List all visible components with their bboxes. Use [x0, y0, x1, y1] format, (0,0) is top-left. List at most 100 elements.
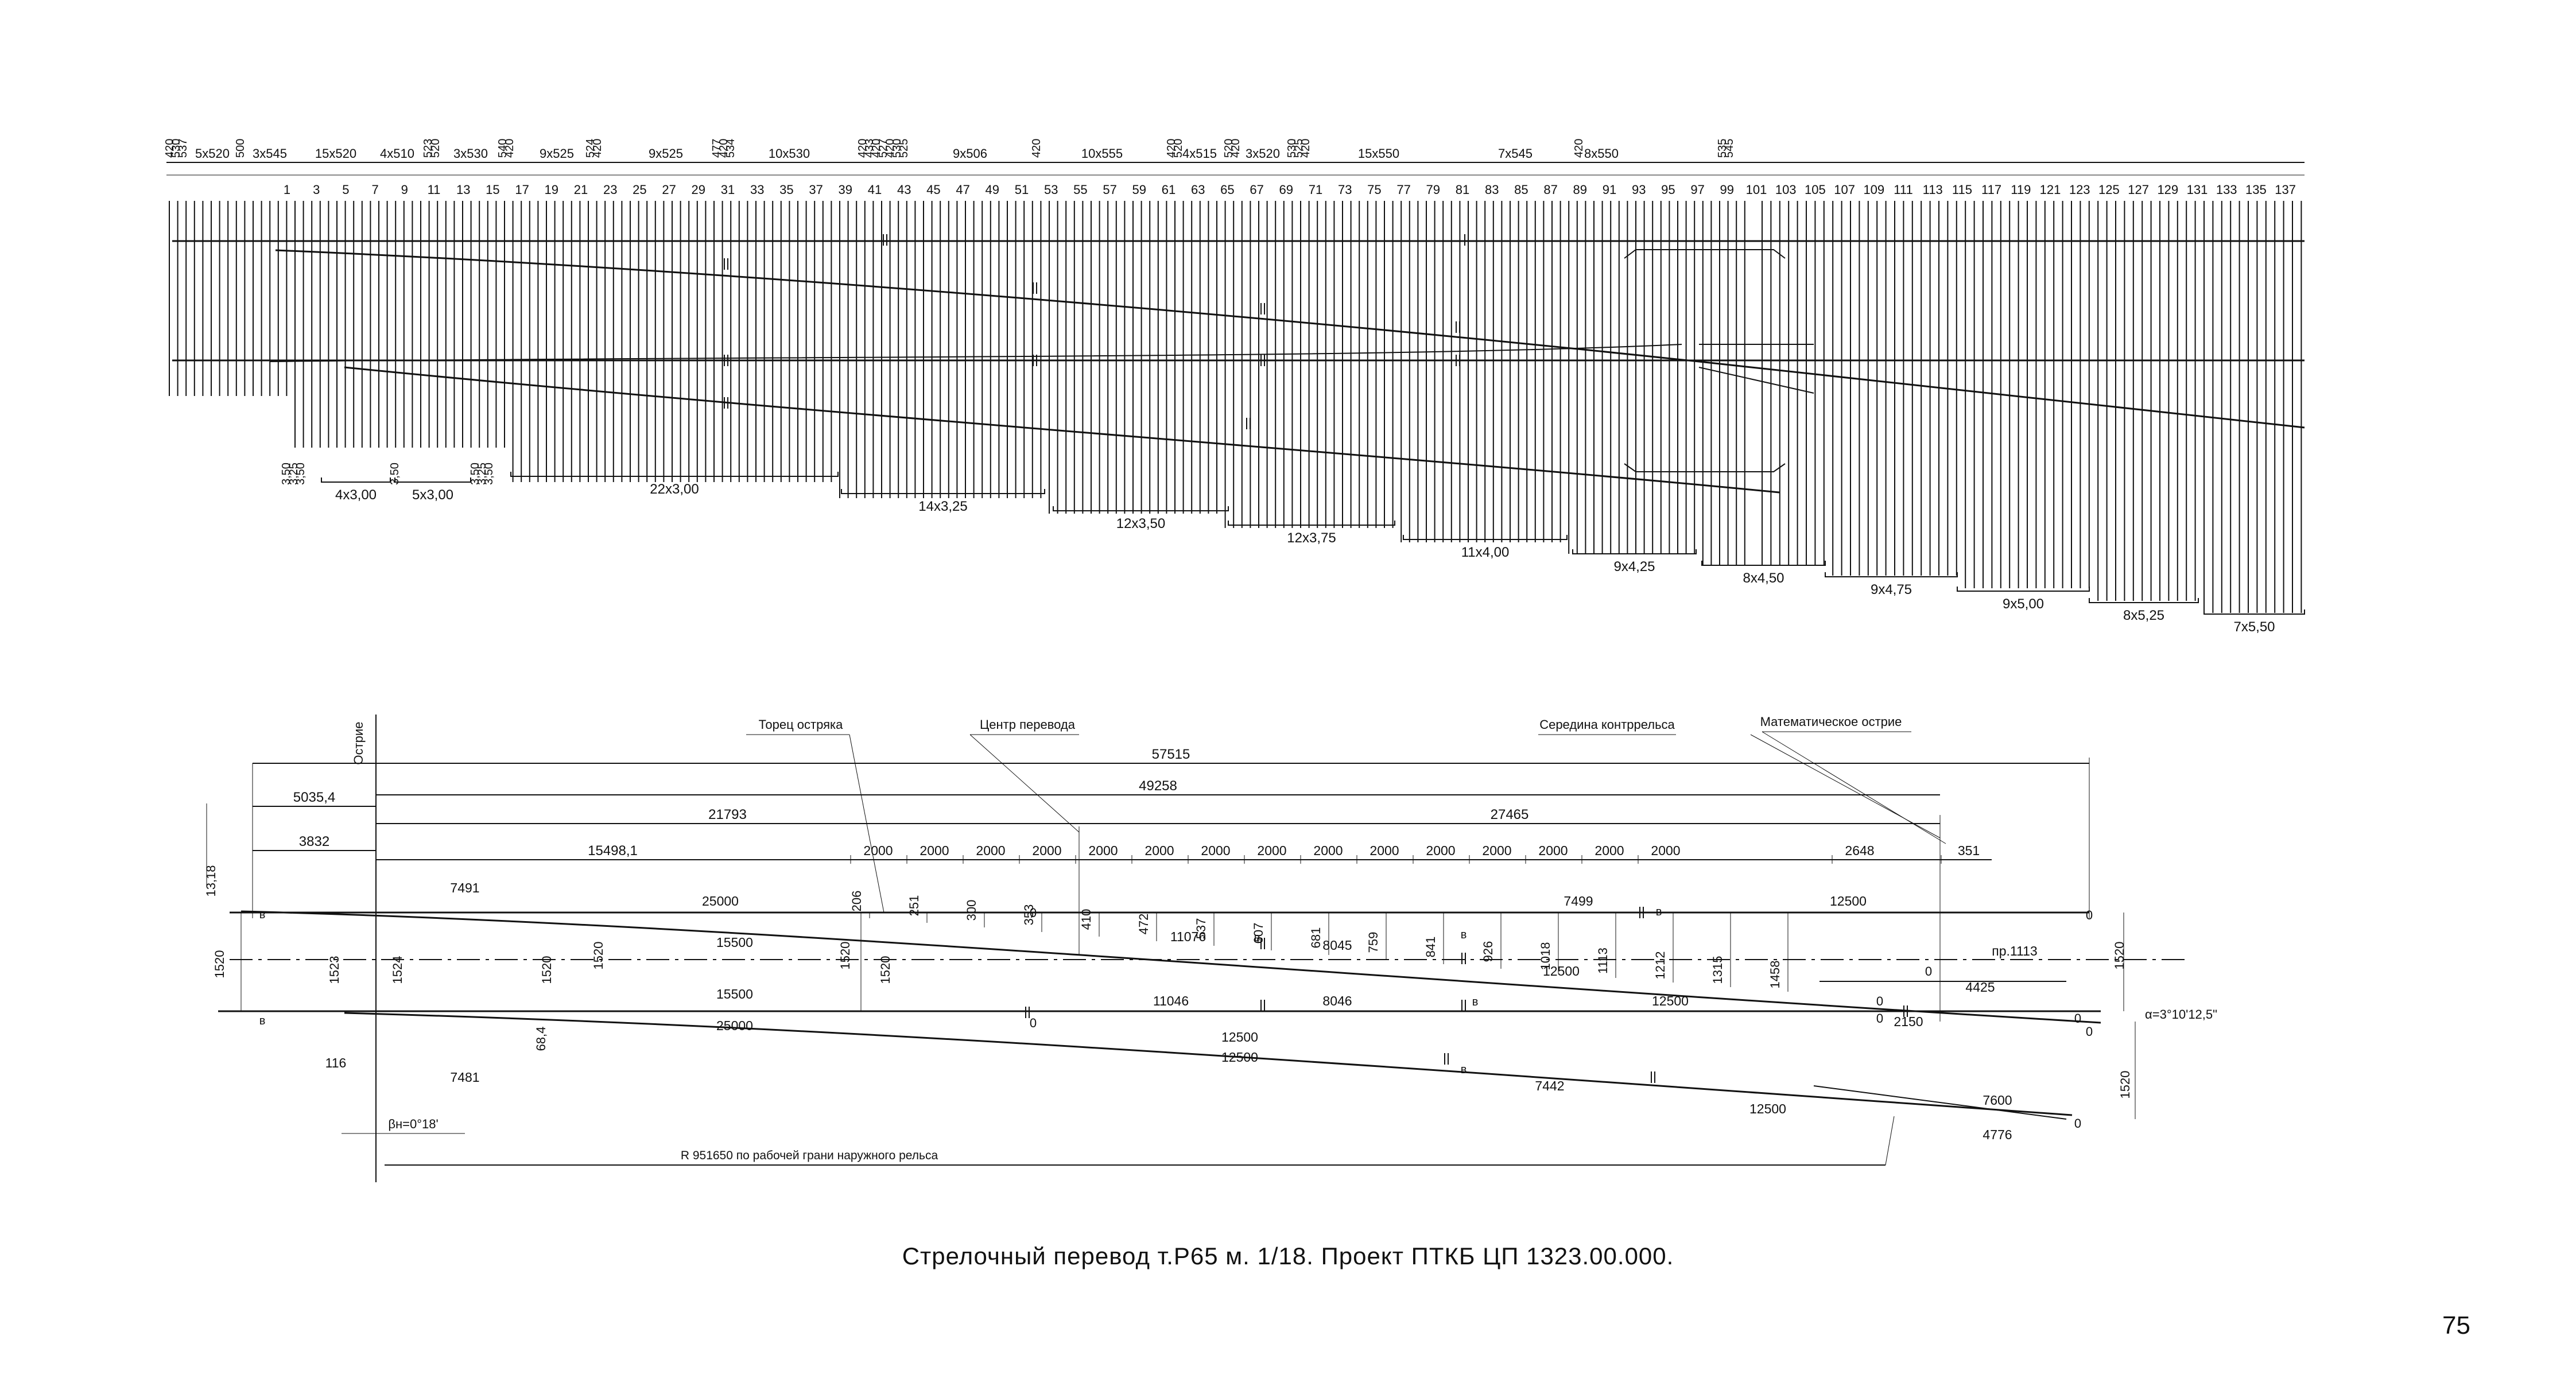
b-mark: в — [1656, 906, 1662, 918]
callout-kontrrels: Середина контррельса — [1539, 717, 1675, 732]
length-group-bracket — [510, 472, 839, 477]
top-dim-label: 3x530 — [453, 146, 488, 161]
tie-number: 95 — [1661, 183, 1675, 197]
rail-label: 11046 — [1153, 993, 1189, 1008]
tie-number: 25 — [633, 183, 646, 197]
zero-mark: 0 — [2074, 1116, 2081, 1131]
dimension-label: 21793 — [708, 807, 747, 822]
chain-label: 2000 — [1201, 843, 1230, 858]
tie-number: 55 — [1073, 183, 1087, 197]
top-dim-label: 420 — [1165, 139, 1178, 158]
rail-label: 7600 — [1983, 1093, 2012, 1108]
top-dim-label: 420 — [503, 139, 516, 158]
dimension-label: 5035,4 — [293, 790, 335, 805]
length-group-bracket — [1701, 561, 1826, 566]
tie-number: 83 — [1485, 183, 1499, 197]
tie-number: 61 — [1162, 183, 1176, 197]
tie-number: 47 — [956, 183, 969, 197]
zero-mark: 0 — [1030, 906, 1037, 920]
tie-number: 71 — [1309, 183, 1322, 197]
tie-number: 7 — [371, 183, 378, 197]
ordinate-label: 537 — [1194, 918, 1208, 939]
top-dim-label: 527 — [877, 139, 890, 158]
tie-number: 101 — [1746, 183, 1767, 197]
top-dim-label: 420 — [1030, 139, 1043, 158]
rail-label: 7442 — [1535, 1078, 1564, 1093]
leader-line — [1762, 731, 1946, 844]
ordinate-label: 1458 — [1768, 961, 1782, 989]
tie-number: 121 — [2040, 183, 2061, 197]
top-dim-label: 3x520 — [1246, 146, 1280, 161]
tie-number: 107 — [1834, 183, 1855, 197]
top-dim-label: 535 — [1716, 139, 1729, 158]
zero-mark: 0 — [1876, 994, 1883, 1008]
tie-number: 93 — [1632, 183, 1646, 197]
tie-number: 85 — [1514, 183, 1528, 197]
gauge-label: 68,4 — [534, 1027, 548, 1051]
tie-number: 113 — [1923, 183, 1943, 197]
rail-label: 8045 — [1322, 938, 1352, 953]
top-dim-label: 530 — [891, 139, 903, 158]
length-group-bracket — [1825, 572, 1958, 577]
tie-number: 23 — [603, 183, 617, 197]
dimension-label: 13,18 — [204, 865, 218, 896]
top-dim-label: 420 — [1573, 139, 1585, 158]
tie-number: 19 — [545, 183, 558, 197]
diverging-rail-outer — [275, 249, 2305, 429]
rail-label: пр.1113 — [1992, 944, 2037, 958]
tie-number: 91 — [1603, 183, 1616, 197]
top-dim-label: 420 — [1299, 139, 1312, 158]
tie-number: 31 — [721, 183, 735, 197]
tie-number: 87 — [1543, 183, 1557, 197]
top-dim-label: 4x515 — [1182, 146, 1217, 161]
top-dim-label: 524 — [584, 139, 597, 158]
top-dim-label: 9x525 — [649, 146, 683, 161]
figure-caption: Стрелочный перевод т.Р65 м. 1/18. Проект… — [902, 1243, 1674, 1269]
length-group-label: 8x5,25 — [2123, 608, 2164, 623]
tie-number: 69 — [1279, 183, 1293, 197]
top-dim-label: 7x545 — [1498, 146, 1533, 161]
tie-number: 29 — [692, 183, 705, 197]
rail-label: 15500 — [716, 987, 753, 1001]
angle-alpha-label: α=3°10'12,5" — [2145, 1007, 2217, 1022]
top-dim-label: 530 — [1286, 139, 1298, 158]
guard-rail-top — [1624, 249, 1786, 259]
tie-number: 109 — [1863, 183, 1884, 197]
dimension-label: 49258 — [1139, 778, 1177, 794]
chain-label: 2000 — [1651, 843, 1680, 858]
length-group-label: 9x5,00 — [2003, 596, 2044, 612]
b-mark: в — [1461, 929, 1467, 941]
tie-number: 5 — [342, 183, 349, 197]
length-group-bracket — [1228, 521, 1395, 526]
tie-length-label: 3,50 — [294, 463, 307, 485]
rail-label: 12500 — [1749, 1101, 1786, 1116]
switch-rail — [269, 344, 1682, 362]
rail-label: 4776 — [1983, 1127, 2012, 1142]
top-dim-label: 530 — [170, 139, 183, 158]
dimension-label: 15498,1 — [588, 843, 638, 859]
ordinate-label: 926 — [1481, 941, 1495, 962]
tie-number: 119 — [2011, 183, 2031, 197]
top-dim-label: 545 — [1723, 139, 1736, 158]
rail-label: 15500 — [716, 935, 753, 950]
top-dim-label: 10x530 — [769, 146, 810, 161]
leader-line — [1750, 734, 1941, 838]
gauge-label: 1520 — [591, 942, 606, 970]
rail-label: 25000 — [716, 1018, 753, 1033]
tie-number: 117 — [1981, 183, 2001, 197]
ordinate-label: 607 — [1251, 923, 1266, 944]
b-mark: в — [259, 908, 266, 921]
top-dim-label: 8x550 — [1584, 146, 1619, 161]
chain-label: 2000 — [1482, 843, 1511, 858]
tie-number: 13 — [456, 183, 470, 197]
ordinate-label: 353 — [1022, 904, 1036, 926]
tie-number: 49 — [986, 183, 999, 197]
tie-length-label: 3,50 — [483, 463, 495, 485]
top-dim-label: 520 — [1223, 139, 1235, 158]
gauge-label: 1520 — [838, 942, 852, 970]
tie-number: 131 — [2187, 183, 2208, 197]
tie-number: 89 — [1573, 183, 1587, 197]
tie-number: 39 — [839, 183, 852, 197]
top-dim-label: 15x520 — [315, 146, 356, 161]
